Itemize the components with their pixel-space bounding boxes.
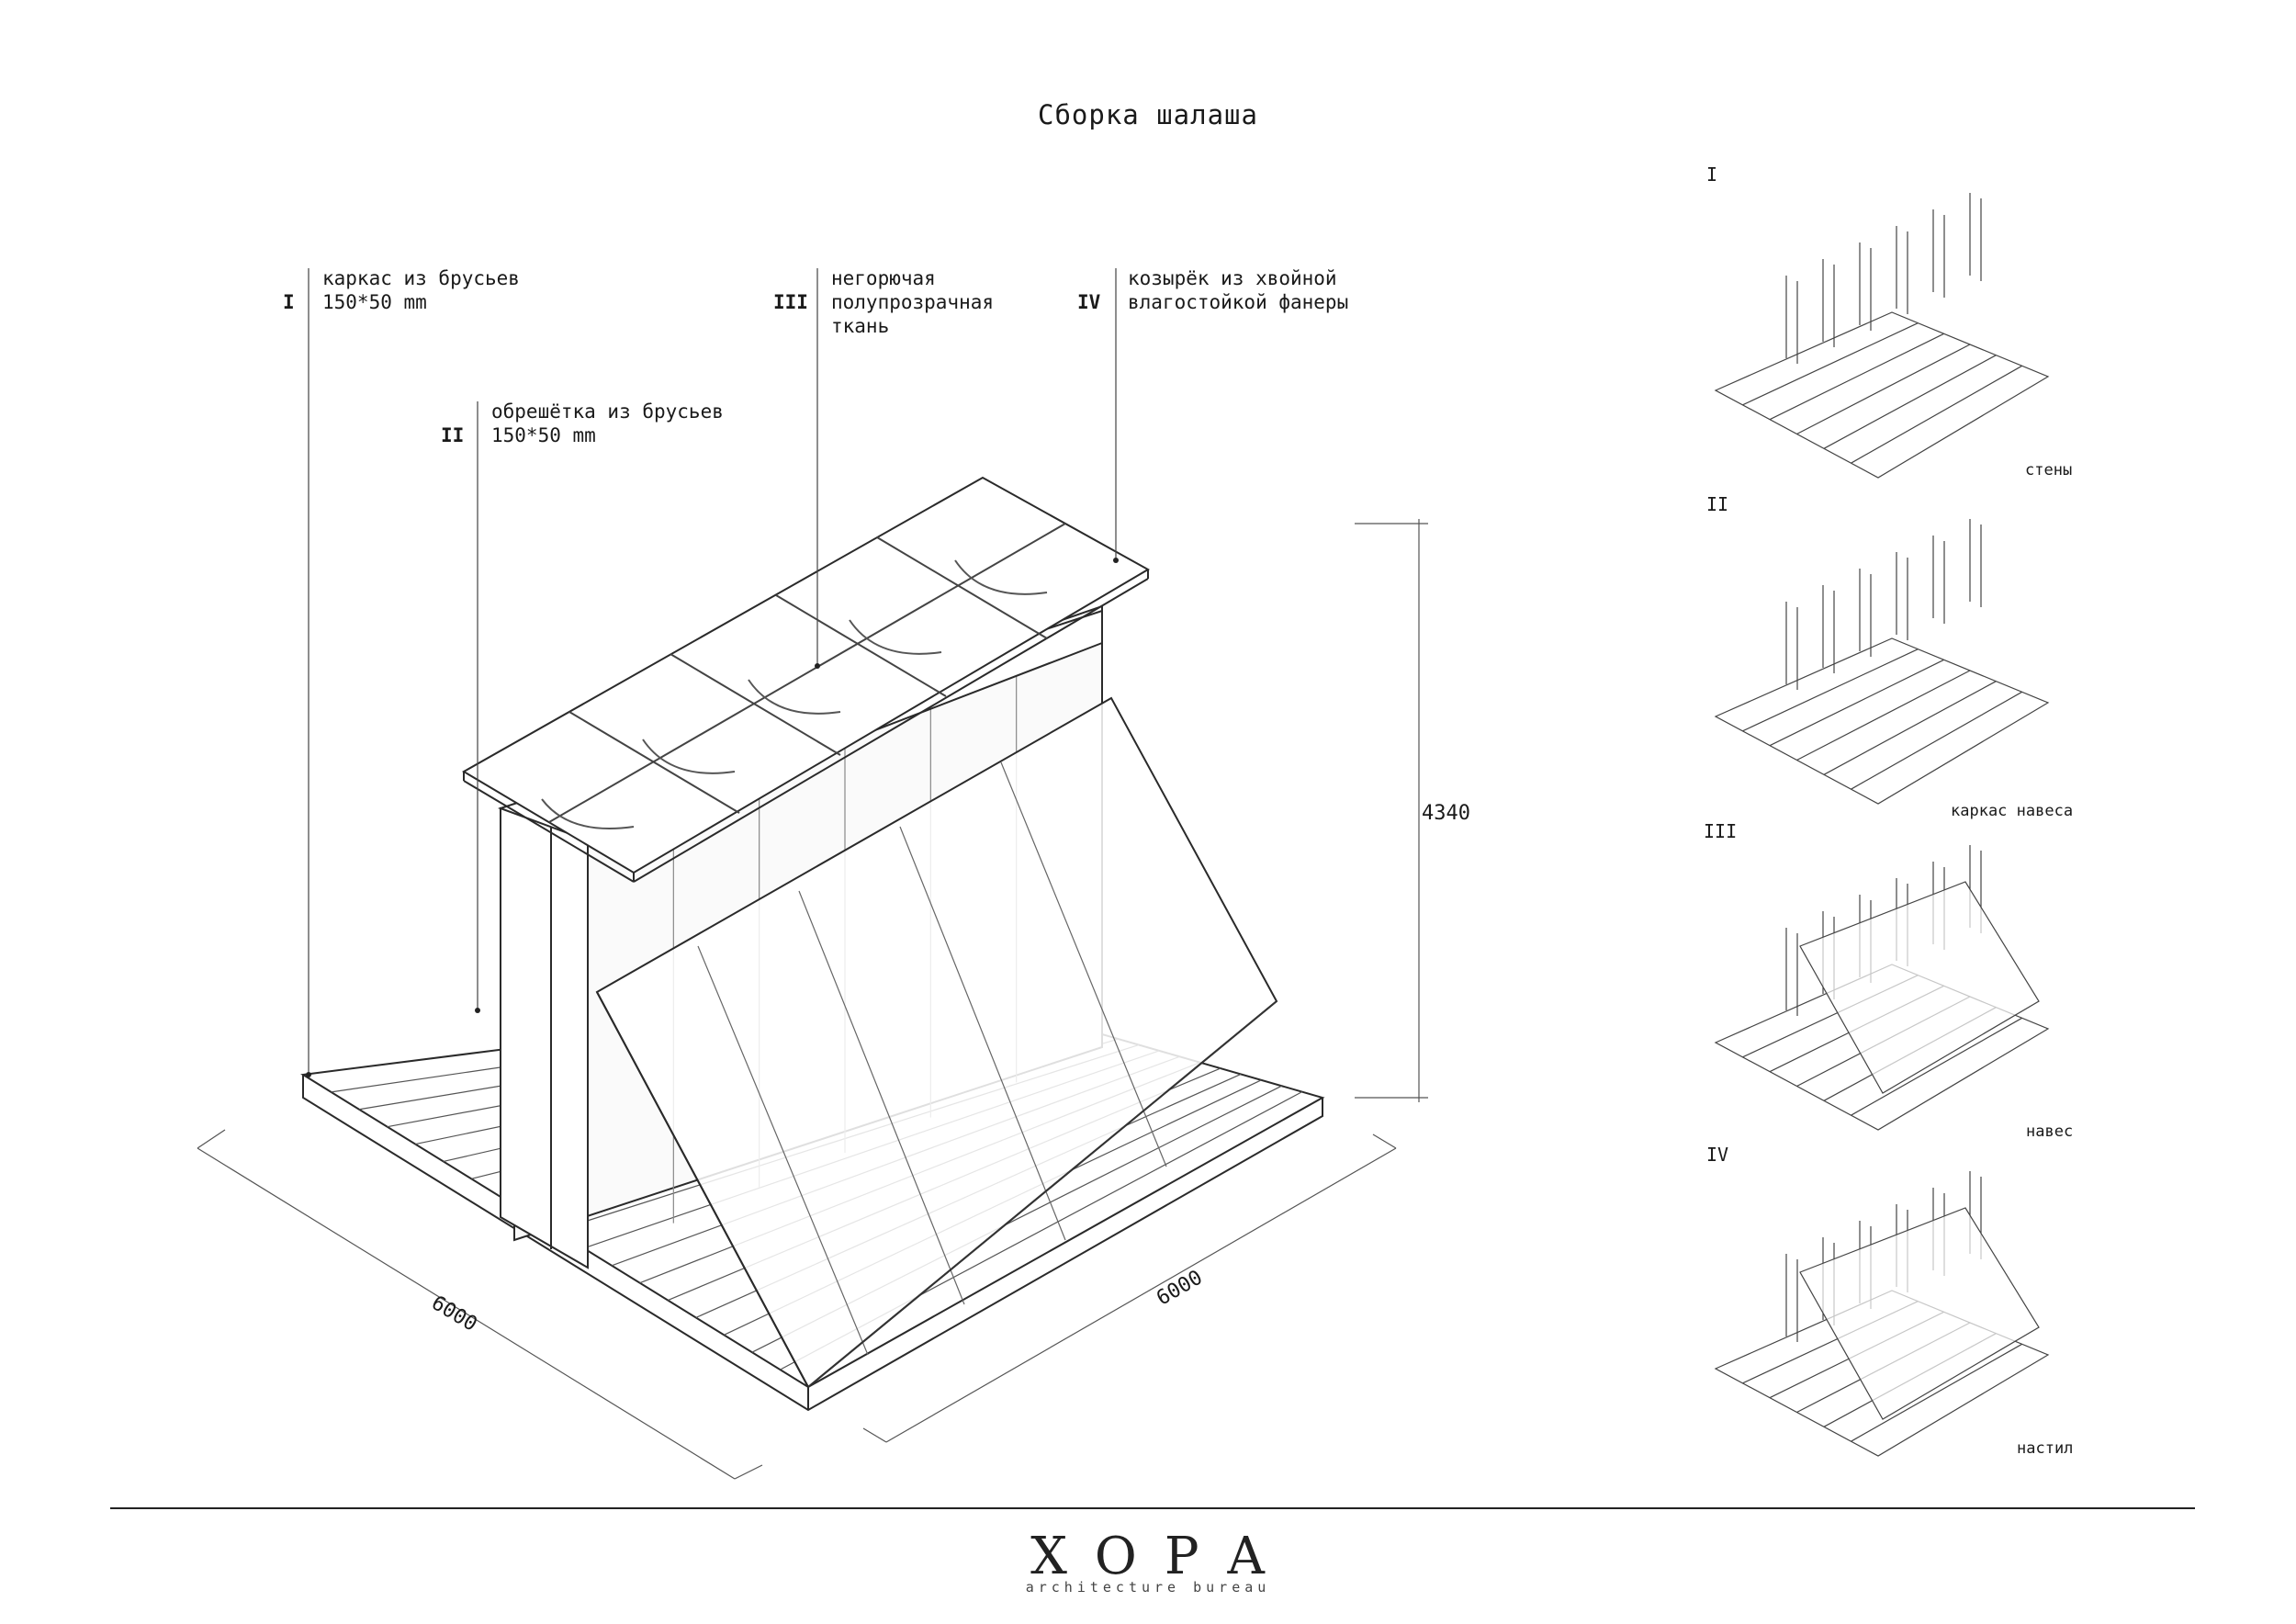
callout-frame-text: каркас из брусьев 150*50 mm xyxy=(322,267,520,313)
callout-lathing-text: обрешётка из брусьев 150*50 mm xyxy=(491,400,724,446)
callout-visor-text: козырёк из хвойной влагостойкой фанеры xyxy=(1128,267,1349,313)
stage-caption: стены xyxy=(2025,461,2073,479)
callout-frame: I xyxy=(283,266,295,314)
callout-lathing: II xyxy=(441,400,464,447)
stage-caption: каркас навеса xyxy=(1951,802,2074,820)
callout-number: II xyxy=(441,424,465,446)
brand-name: ХОРА xyxy=(1030,1527,1293,1586)
height-dimension: 4340 xyxy=(1422,802,1470,825)
callout-number: III xyxy=(773,291,808,313)
stage-number: IV xyxy=(1706,1144,1729,1166)
stage-caption: настил xyxy=(2017,1439,2074,1458)
callout-number: IV xyxy=(1077,291,1101,313)
stage-number: I xyxy=(1706,164,1718,186)
callout-fabric: III xyxy=(773,266,808,314)
brand-logo: ХОРА architecture bureau xyxy=(0,1527,2296,1596)
stage-number: III xyxy=(1704,820,1738,842)
callout-number: I xyxy=(283,291,295,313)
page-title: Сборка шалаша xyxy=(1038,99,1258,130)
stage-number: II xyxy=(1706,493,1729,515)
brand-subtitle: architecture bureau xyxy=(1025,1579,1271,1596)
callout-visor: IV xyxy=(1077,266,1100,314)
stage-caption: навес xyxy=(2026,1122,2074,1141)
callout-fabric-text: негорючая полупрозрачная ткань xyxy=(831,267,995,337)
